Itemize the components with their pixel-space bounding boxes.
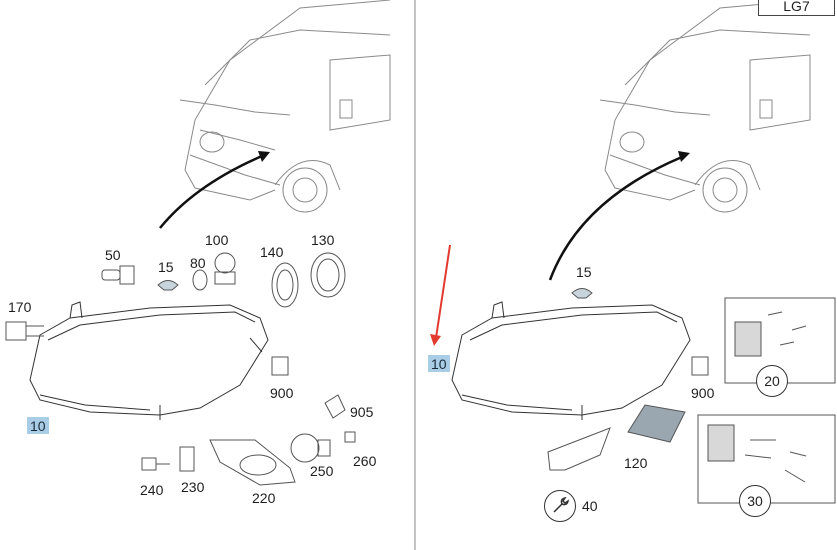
part-80-label: 80 bbox=[190, 255, 206, 271]
part-240-label: 240 bbox=[140, 482, 164, 498]
left-reference-label: 10 bbox=[27, 417, 49, 434]
part-100-label: 100 bbox=[205, 232, 229, 248]
part-20-label: 20 bbox=[756, 365, 788, 397]
left-van-illustration bbox=[179, 0, 391, 213]
part-230-label: 230 bbox=[181, 479, 205, 495]
part-260-label: 260 bbox=[353, 453, 377, 469]
right-small-parts bbox=[547, 288, 709, 471]
part-220-label: 220 bbox=[252, 490, 276, 506]
part-30-label: 30 bbox=[739, 485, 771, 517]
wrench-icon bbox=[544, 490, 576, 522]
part-15-label: 15 bbox=[158, 259, 174, 275]
right-van-illustration bbox=[599, 0, 811, 213]
part-140-label: 140 bbox=[260, 244, 284, 260]
part-900-right-label: 900 bbox=[691, 385, 715, 401]
right-headlamp bbox=[451, 301, 691, 420]
part-130-label: 130 bbox=[311, 232, 335, 248]
red-indicator-arrow bbox=[435, 244, 451, 339]
part-15-right-label: 15 bbox=[576, 264, 592, 280]
right-reference-label: 10 bbox=[428, 355, 450, 372]
part-120-label: 120 bbox=[624, 455, 648, 471]
part-900-label: 900 bbox=[270, 385, 294, 401]
part-170-label: 170 bbox=[8, 299, 32, 315]
part-905-label: 905 bbox=[350, 404, 374, 420]
left-headlamp bbox=[29, 301, 269, 420]
part-250-label: 250 bbox=[310, 463, 334, 479]
part-40-label: 40 bbox=[582, 498, 598, 514]
left-small-parts bbox=[5, 252, 356, 486]
diagram-code-box: LG7 bbox=[758, 0, 835, 16]
part-50-label: 50 bbox=[105, 247, 121, 263]
left-location-arrow bbox=[159, 154, 263, 229]
right-location-arrow bbox=[548, 155, 683, 281]
